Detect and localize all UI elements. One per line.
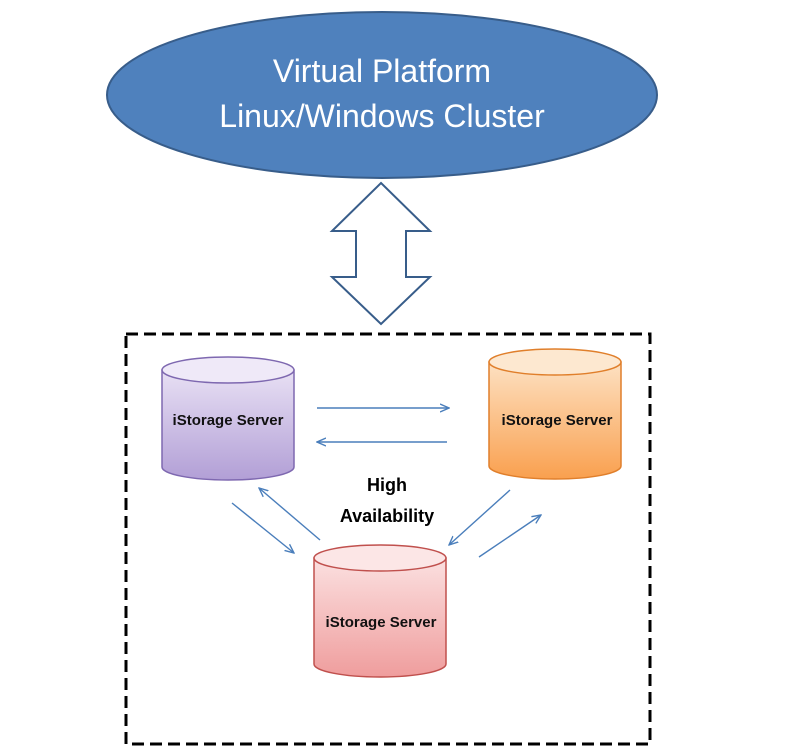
server-label: iStorage Server: [173, 412, 284, 429]
server-label: iStorage Server: [502, 412, 613, 429]
server-label: iStorage Server: [326, 614, 437, 631]
server-cylinder-top: [488, 348, 622, 376]
cluster-boundary: [124, 332, 652, 746]
link-arrow-red-to-orange: [478, 515, 541, 558]
virtual-platform-subtitle: Linux/Windows Cluster: [219, 98, 545, 134]
virtual-platform-title: Virtual Platform: [273, 53, 491, 89]
server-cylinder-body: [313, 557, 447, 678]
link-arrow-red-to-purple: [259, 488, 321, 541]
virtual-platform-node: Virtual Platform Linux/Windows Cluster: [106, 11, 658, 179]
link-arrow-orange-to-red: [449, 489, 511, 545]
virtual-platform-ellipse: [106, 11, 658, 179]
server-cylinder-body: [161, 369, 295, 481]
storage-server-red: iStorage Server: [313, 544, 447, 678]
storage-server-purple: iStorage Server: [161, 356, 295, 481]
server-cylinder-body: [488, 361, 622, 480]
ha-label-line2: Availability: [340, 506, 434, 526]
server-cylinder-top: [161, 356, 295, 384]
ha-label-line1: High: [367, 475, 407, 495]
link-arrow-purple-to-red: [231, 502, 294, 553]
storage-server-orange: iStorage Server: [488, 348, 622, 480]
server-cylinder-top: [313, 544, 447, 572]
double-arrow-vertical-icon: [329, 181, 433, 326]
